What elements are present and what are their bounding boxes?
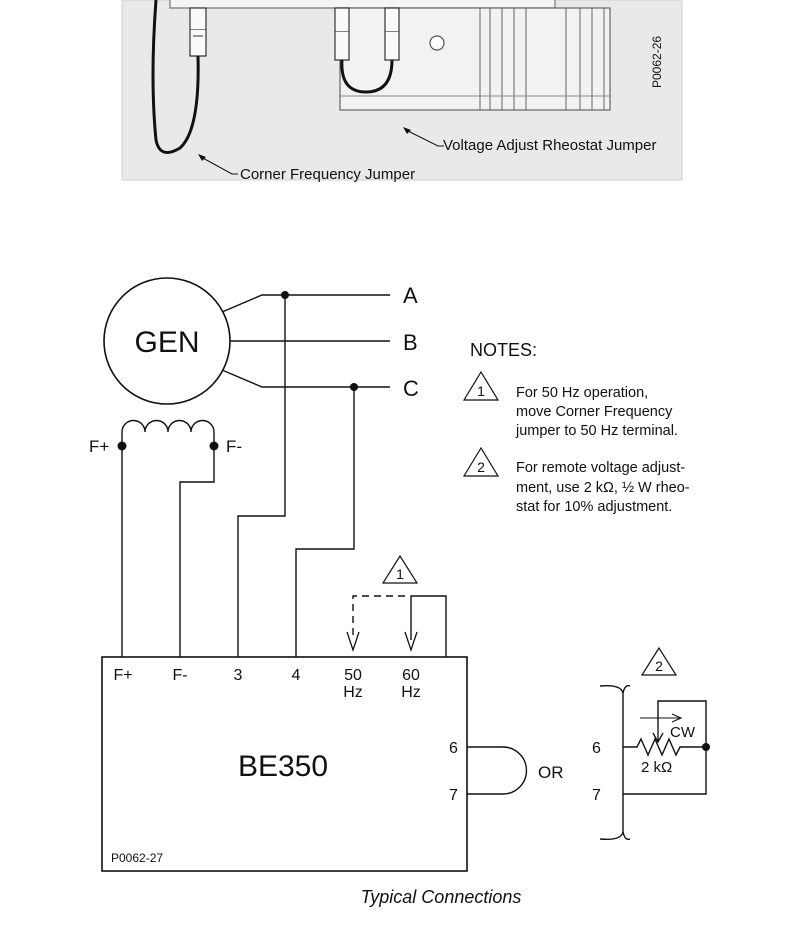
note-1-marker [462,370,500,401]
jumper-60hz-solid [410,595,447,673]
terminal-f-minus: F- [172,667,187,684]
corner-frequency-jumper-wire [151,0,207,154]
terminal-4: 4 [292,667,301,684]
terminal-f-plus: F+ [113,667,132,684]
exciter-field: F+ F- [89,419,242,456]
generator: GEN [103,277,231,405]
jumper-note-marker-number: 1 [396,566,404,582]
phase-c-lead [221,369,390,388]
terminal-60hz-unit: Hz [401,684,421,701]
wire-phase-a [237,295,286,657]
terminal-7: 7 [449,787,458,804]
cw-direction-arrow [640,713,683,723]
wire-f-minus [179,446,215,657]
rheostat-note-marker [640,646,678,676]
regulator-wiring [121,295,355,657]
phase-c-label: C [403,376,419,401]
terminal-3: 3 [234,667,243,684]
field-plus-label: F+ [89,437,109,456]
or-label: OR [538,763,564,782]
rheostat-terminal-7: 7 [592,787,601,804]
rheostat-wiper-lead [657,700,707,747]
corner-frequency-label: Corner Frequency Jumper [240,166,415,183]
rheostat-note-marker-number: 2 [655,658,663,674]
rheostat-resistor [623,737,707,795]
notes-block: NOTES: 1 For 50 Hz operation, move Corne… [462,340,690,515]
phase-leads [221,294,390,388]
note-2-marker-number: 2 [477,459,485,475]
notes-heading: NOTES: [470,340,537,360]
note-2-marker [462,446,500,477]
note-1-line-2: move Corner Frequency [516,404,673,420]
phase-b-label: B [403,330,418,355]
voltage-adjust-callout: Voltage Adjust Rheostat Jumper [403,127,656,154]
terminal-6: 6 [449,740,458,757]
rheostat-bracket-left [599,684,624,841]
note-2-line-3: stat for 10% adjustment. [516,499,672,515]
note-1-line-3: jumper to 50 Hz terminal. [515,423,678,439]
remote-rheostat: 6 7 CW 2 kΩ 2 [592,646,710,841]
regulator-name: BE350 [238,750,328,783]
terminal-60hz-number: 60 [402,667,420,684]
photo-figure-id: P0062-26 [650,36,664,88]
regulator-box [101,656,468,872]
note-1-line-1: For 50 Hz operation, [516,385,648,401]
phase-a-lead [221,294,390,313]
note-1-marker-number: 1 [477,383,485,399]
generator-label: GEN [134,326,199,359]
wire-phase-c [295,387,355,657]
regulator-figure-id: P0062-27 [111,851,163,865]
voltage-adjust-label: Voltage Adjust Rheostat Jumper [443,137,656,154]
rheostat-terminal-6: 6 [592,740,601,757]
jumper-50hz-dashed [352,595,405,640]
terminal-50hz-number: 50 [344,667,362,684]
phase-a-label: A [403,283,418,308]
field-winding [121,419,215,445]
figure-caption: Typical Connections [361,887,522,907]
note-2-line-2: ment, use 2 kΩ, ½ W rheo- [516,480,690,496]
jumper-note-marker [381,554,419,584]
corner-frequency-callout: Corner Frequency Jumper [198,154,415,183]
terminal-50hz-unit: Hz [343,684,363,701]
voltage-adjust-jumper-wire [334,7,400,94]
note-2-line-1: For remote voltage adjust- [516,460,685,476]
rheostat-cw-label: CW [670,724,696,741]
rheostat-wiper-arrow [652,727,664,744]
jumper-photo: P0062-26 Voltage Adjust Rheostat Jumper … [121,0,683,183]
field-minus-label: F- [226,437,242,456]
be350-regulator: F+ F- 3 4 50 Hz 60 Hz 6 7 BE350 P0062-27 [101,656,468,872]
rheostat-value: 2 kΩ [641,759,672,776]
terminal-6-7-jumper [467,746,528,795]
heatsink [339,7,611,111]
